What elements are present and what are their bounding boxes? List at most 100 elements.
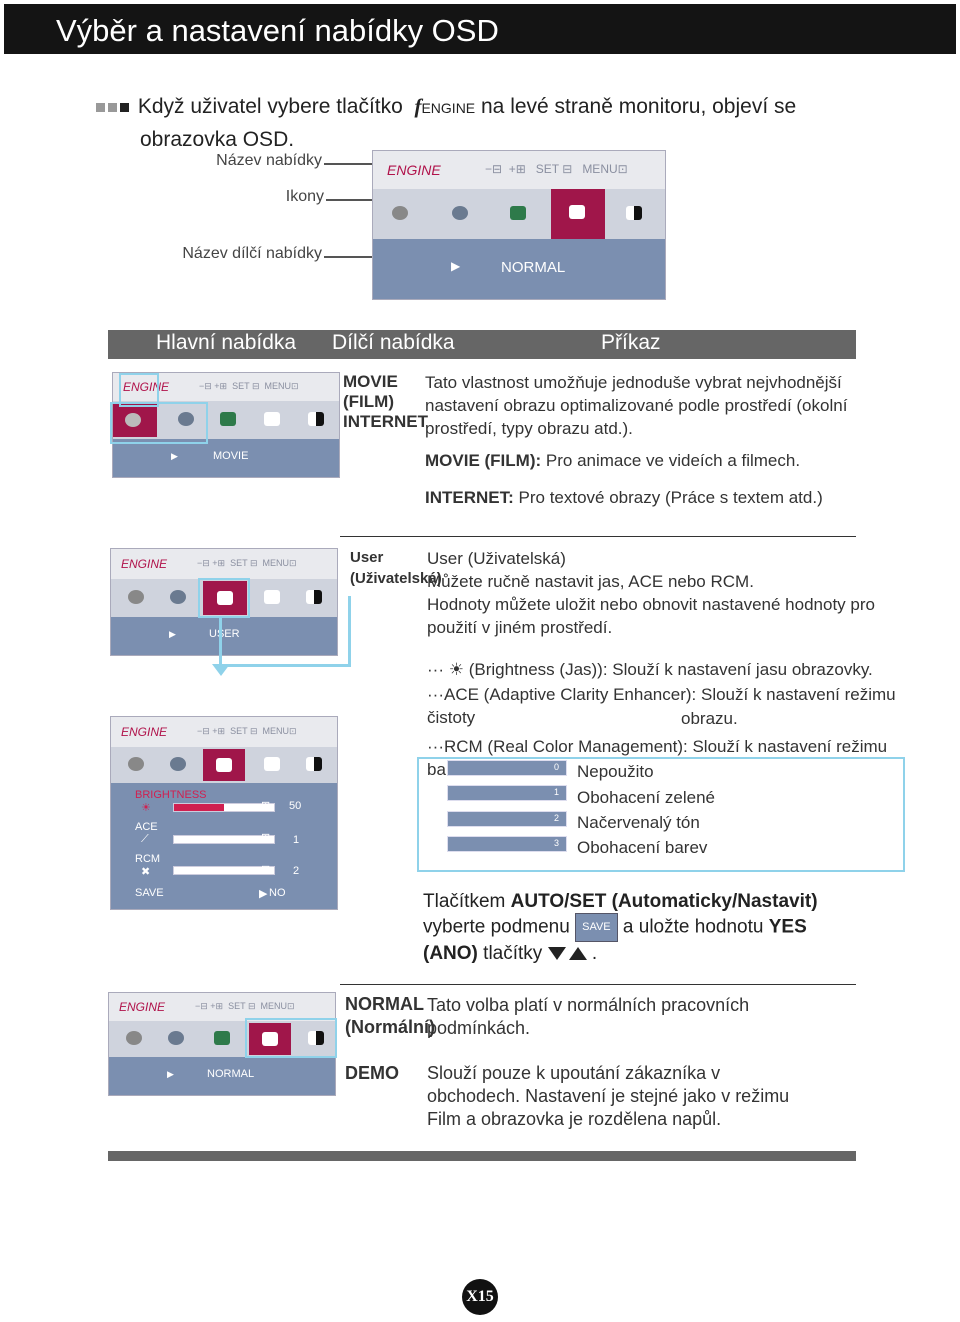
callout-menu-name: Název nabídky <box>216 152 322 169</box>
page-title: Výběr a nastavení nabídky OSD <box>56 13 499 48</box>
user-description: User (Uživatelská) Můžete ručně nastavit… <box>427 547 913 639</box>
movie-bold: MOVIE (FILM): <box>425 451 542 470</box>
user-icon[interactable] <box>205 1026 239 1052</box>
movie-icon[interactable] <box>117 1026 151 1052</box>
osd-large: ENGINE −⊟ +⊞ SET ⊟ MENU⊡ ▶ NORMAL <box>372 150 666 300</box>
callout-line <box>326 199 372 201</box>
demo-icon[interactable] <box>299 407 333 433</box>
play-triangle-icon: ▶ <box>167 1069 174 1079</box>
normal-icon[interactable] <box>255 407 289 433</box>
osd-buttons-row: −⊟ +⊞ SET ⊟ MENU⊡ <box>197 726 297 736</box>
osd-movie: ENGINE −⊟ +⊞ SET ⊟ MENU⊡ ▶ MOVIE <box>112 372 340 478</box>
osd-top-bar: ENGINE −⊟ +⊞ SET ⊟ MENU⊡ <box>111 717 337 747</box>
section-divider <box>340 984 856 985</box>
arrow-down-icon <box>547 947 566 961</box>
intro-part2: na levé straně monitoru, objeví se <box>481 95 797 118</box>
user-icon[interactable] <box>203 749 245 781</box>
desc-line: použití v jiném prostředí. <box>427 618 613 637</box>
movie-labels: MOVIE (FILM) INTERNET <box>343 372 428 432</box>
save-button-image: SAVE <box>575 913 618 942</box>
ace-text-2: obrazu. <box>681 709 738 728</box>
intro-part1: Když uživatel vybere tlačítko <box>137 95 403 118</box>
internet-icon[interactable] <box>443 201 477 227</box>
connector-vertical <box>219 616 222 666</box>
desc-line: podmínkách. <box>427 1018 531 1038</box>
user-icon[interactable] <box>501 201 535 227</box>
normal-icon[interactable] <box>249 1023 291 1055</box>
label-internet: INTERNET <box>343 412 428 431</box>
desc-line: obchodech. Nastavení je stejné jako v re… <box>427 1086 790 1106</box>
intro-part3: obrazovka OSD. <box>140 128 295 151</box>
user-title: User (Uživatelská) <box>427 549 566 568</box>
desc-line: Tato vlastnost umožňuje jednoduše vybrat… <box>425 373 842 392</box>
save-text: Tlačítkem <box>423 891 506 912</box>
demo-icon[interactable] <box>299 1026 333 1052</box>
internet-icon[interactable] <box>161 585 195 611</box>
internet-icon[interactable] <box>159 1026 193 1052</box>
internet-icon[interactable] <box>169 407 203 433</box>
osd-buttons-row: −⊟ +⊞ SET ⊟ MENU⊡ <box>199 381 299 391</box>
ace-label: ACE <box>135 821 158 833</box>
user-icon[interactable] <box>211 407 245 433</box>
osd-buttons-row: −⊟ +⊞ SET ⊟ MENU⊡ <box>485 162 628 176</box>
set-label: SET <box>230 558 248 568</box>
brightness-line: ··· ☀ (Brightness (Jas)): Slouží k nasta… <box>427 660 873 679</box>
save-label: SAVE <box>135 887 164 899</box>
demo-icon[interactable] <box>297 585 331 611</box>
desc-line: Film a obrazovka je rozdělena napůl. <box>427 1109 722 1129</box>
arrow-down-icon <box>212 664 230 676</box>
brightness-slider[interactable] <box>173 803 275 812</box>
movie-icon[interactable] <box>119 585 153 611</box>
submenu-value: USER <box>209 628 240 640</box>
sun-icon: ☀ <box>141 802 151 814</box>
set-label: SET <box>535 162 559 176</box>
label-normal: NORMAL <box>345 994 424 1014</box>
movie-film-line: MOVIE (FILM): Pro animace ve videích a f… <box>425 449 865 472</box>
brightness-text: (Brightness (Jas)): Slouží k nastavení j… <box>468 660 873 679</box>
osd-submenu-bar: ▶ NORMAL <box>109 1057 335 1095</box>
demo-icon[interactable] <box>297 752 331 778</box>
normal-demo-highlight <box>245 1018 337 1058</box>
normal-icon[interactable] <box>551 189 605 239</box>
desc-line: Tato volba platí v normálních pracovních <box>427 995 750 1015</box>
internet-line: INTERNET: Pro textové obrazy (Práce s te… <box>425 486 865 509</box>
rcm-slider[interactable] <box>173 866 275 875</box>
movie-icon[interactable] <box>113 403 157 437</box>
demo-icon[interactable] <box>617 201 651 227</box>
bullet-square-icon <box>120 102 129 112</box>
play-triangle-icon: ▶ <box>451 259 461 273</box>
brightness-value: 50 <box>289 800 302 812</box>
osd-top-bar: ENGINE −⊟ +⊞ SET ⊟ MENU⊡ <box>373 151 665 189</box>
header-sub-menu: Dílčí nabídka <box>332 331 455 354</box>
rcm-num: 1 <box>554 787 560 797</box>
internet-text: Pro textové obrazy (Práce s textem atd.) <box>518 488 823 507</box>
brightness-label: BRIGHTNESS <box>135 789 207 801</box>
auto-set-bold: AUTO/SET (Automaticky/Nastavit) <box>510 891 818 912</box>
set-label: SET <box>230 726 248 736</box>
connector-horizontal <box>219 664 351 667</box>
engine-label: ENGINE <box>387 162 441 178</box>
movie-icon[interactable] <box>383 201 417 227</box>
period: . <box>591 943 598 964</box>
normal-icon[interactable] <box>255 585 289 611</box>
user-icon[interactable] <box>203 581 247 615</box>
osd-icon-row <box>111 579 337 617</box>
label-user: User <box>350 549 384 566</box>
rcm-num: 2 <box>554 813 560 823</box>
internet-bold: INTERNET: <box>425 488 514 507</box>
desc-line: prostředí, typy obrazu atd.). <box>425 419 633 438</box>
callout-submenu-name: Název dílčí nabídky <box>182 245 322 262</box>
icons-highlight <box>110 402 208 444</box>
normal-icon[interactable] <box>255 752 289 778</box>
label-demo: DEMO <box>345 1063 399 1083</box>
movie-icon[interactable] <box>119 752 153 778</box>
osd-buttons-row: −⊟ +⊞ SET ⊟ MENU⊡ <box>195 1001 295 1011</box>
sun-icon: ☀ <box>448 660 464 679</box>
bullet-square-icon <box>108 102 117 112</box>
rcm-icon: ✖ <box>141 866 151 878</box>
ace-slider[interactable] <box>173 835 275 844</box>
rcm-options-box <box>417 757 905 872</box>
osd-top-bar: ENGINE −⊟ +⊞ SET ⊟ MENU⊡ <box>111 549 337 579</box>
internet-icon[interactable] <box>161 752 195 778</box>
brightness-slider-fill <box>174 804 224 811</box>
